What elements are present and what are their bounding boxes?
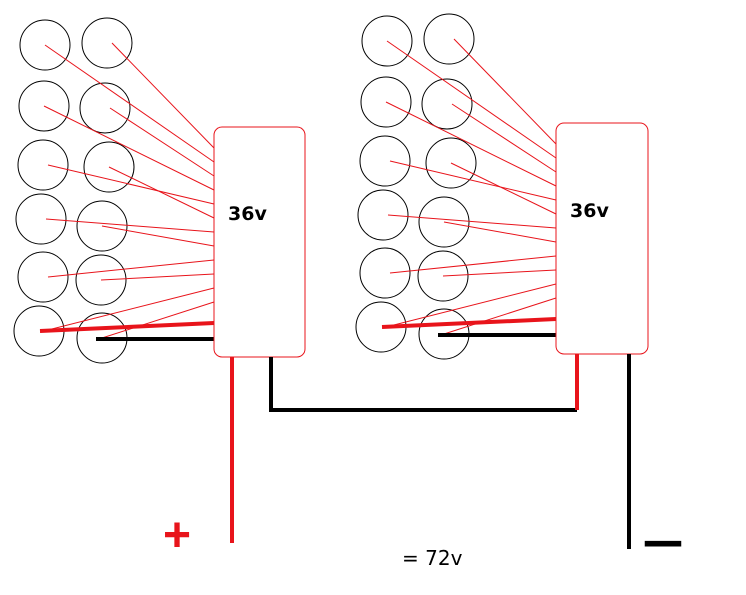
positive-terminal-label: + [163, 509, 192, 562]
balance-lead-2 [442, 269, 557, 277]
series-link-wire-negative [269, 357, 577, 412]
battery-cell-2 [359, 135, 411, 187]
battery-cell-2 [359, 247, 411, 299]
battery-cell-1 [81, 17, 133, 69]
balance-lead-1 [43, 105, 215, 191]
battery-cell-1 [18, 80, 70, 132]
balance-lead-1 [111, 42, 215, 149]
battery-cell-2 [418, 196, 470, 248]
battery-cell-1 [15, 193, 67, 245]
balance-lead-2 [387, 214, 557, 229]
negative-terminal-label: − [641, 515, 685, 573]
balance-lead-2 [450, 162, 557, 215]
battery-cell-2 [425, 137, 477, 189]
balance-lead-2 [385, 283, 557, 328]
pack-1-bms-box [213, 126, 306, 358]
balance-lead-2 [443, 221, 557, 243]
balance-lead-2 [386, 40, 557, 159]
battery-cell-1 [75, 254, 127, 306]
battery-cell-2 [357, 189, 409, 241]
balance-lead-2 [385, 101, 557, 187]
balance-lead-1 [100, 273, 215, 281]
pack-2-positive-lead [381, 317, 557, 329]
balance-lead-1 [47, 259, 215, 278]
battery-cell-1 [76, 200, 128, 252]
balance-lead-2 [443, 297, 557, 335]
battery-cell-1 [17, 139, 69, 191]
total-voltage-label: = 72v [402, 546, 463, 570]
balance-lead-1 [109, 107, 215, 177]
battery-cell-1 [17, 251, 69, 303]
battery-cell-1 [19, 19, 71, 71]
balance-lead-1 [101, 301, 215, 339]
pack-2-bms-box [555, 122, 649, 355]
balance-lead-1 [47, 164, 215, 205]
battery-cell-2 [423, 13, 475, 65]
battery-cell-1 [83, 141, 135, 193]
battery-cell-1 [79, 82, 131, 134]
balance-lead-1 [45, 218, 215, 233]
balance-lead-1 [108, 166, 215, 219]
pack-2-voltage-label: 36v [570, 200, 609, 222]
balance-lead-2 [453, 38, 557, 145]
battery-cell-2 [421, 78, 473, 130]
balance-lead-2 [451, 103, 557, 173]
battery-cell-2 [361, 15, 413, 67]
balance-lead-1 [44, 44, 215, 163]
balance-lead-2 [389, 160, 557, 201]
balance-lead-1 [101, 225, 215, 247]
pack-1-voltage-label: 36v [228, 203, 267, 225]
balance-lead-2 [389, 255, 557, 274]
battery-cell-2 [360, 76, 412, 128]
pack-1-positive-lead [39, 321, 215, 333]
balance-lead-1 [43, 287, 215, 332]
battery-cell-2 [417, 250, 469, 302]
